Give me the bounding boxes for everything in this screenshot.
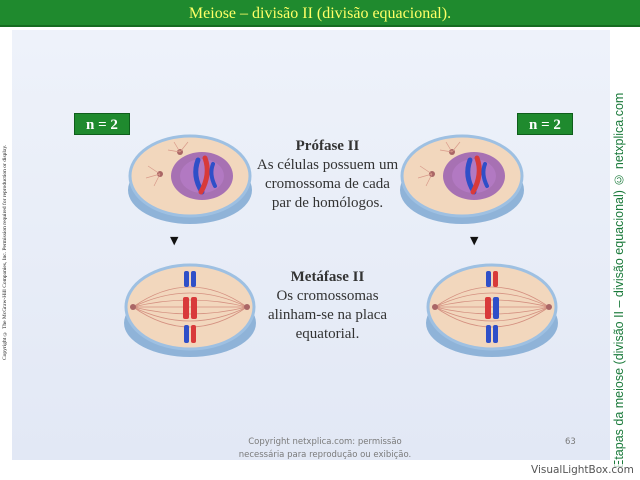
prophase-cell-left [128, 134, 252, 224]
prophase-description: As células possuem um cromossoma de cada… [256, 157, 399, 211]
prophase-caption: Prófase II As células possuem um cromoss… [255, 137, 400, 213]
down-arrow-icon: ▼ [170, 234, 179, 247]
prophase-heading: Prófase II [295, 138, 360, 154]
metaphase-cell-left [124, 263, 256, 357]
prophase-cell-right [400, 134, 524, 224]
slide-canvas [12, 30, 610, 460]
side-title-vertical: Etapas da meiose (divisão II – divisão e… [612, 92, 626, 468]
metaphase-cell-right [426, 263, 558, 357]
metaphase-heading: Metáfase II [290, 269, 365, 285]
page-number: 63 [565, 437, 576, 447]
watermark-link[interactable]: VisualLightBox.com [528, 464, 637, 476]
footer-line-1: Copyright netxplica.com: permissão [248, 437, 402, 447]
metaphase-description: Os cromossomas alinham-se na placa equat… [267, 288, 388, 342]
footer-copyright: Copyright netxplica.com: permissão neces… [200, 436, 450, 462]
footer-line-2: necessária para reprodução ou exibição. [238, 450, 412, 460]
down-arrow-icon: ▼ [470, 234, 479, 247]
slide-title: Meiose – divisão II (divisão equacional)… [0, 0, 640, 27]
left-copyright-notice: Copyright © The McGraw-Hill Companies, I… [2, 144, 8, 360]
metaphase-caption: Metáfase II Os cromossomas alinham-se na… [255, 268, 400, 344]
n-label-left: n = 2 [74, 113, 130, 135]
n-label-right: n = 2 [517, 113, 573, 135]
